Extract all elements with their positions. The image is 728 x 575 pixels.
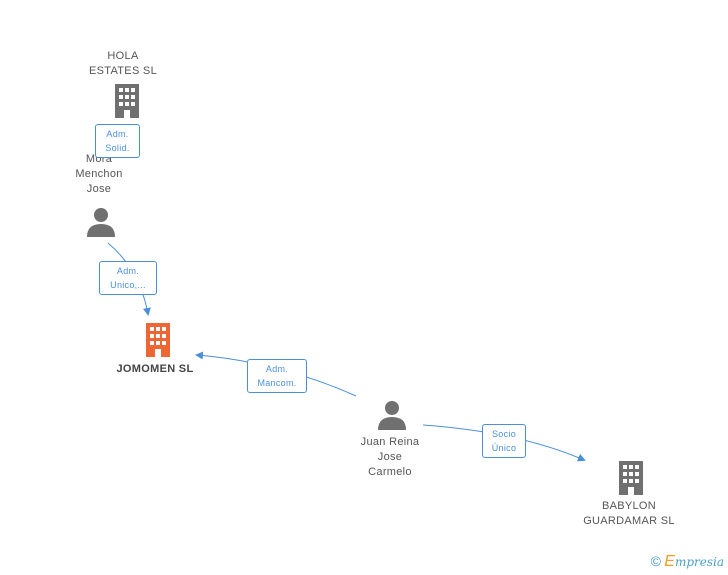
edge-label-line: Mancom.	[257, 378, 297, 388]
node-hola-estates[interactable]: HOLA ESTATES SL	[73, 49, 173, 79]
node-babylon-guardamar[interactable]: BABYLON GUARDAMAR SL	[573, 499, 685, 529]
empresia-logo: © Empresia	[651, 553, 724, 571]
node-label-line: JOMOMEN SL	[116, 363, 194, 375]
copyright-icon: ©	[650, 553, 661, 569]
node-label-line: Juan Reina	[360, 436, 420, 448]
brand-initial: E	[664, 553, 675, 570]
building-icon[interactable]	[615, 461, 647, 495]
edge-label-adm-solid[interactable]: Adm. Solid.	[95, 124, 140, 158]
node-label-line: BABYLON	[601, 500, 657, 512]
edge-label-line: Unico,...	[110, 280, 146, 290]
person-icon[interactable]	[86, 207, 116, 237]
node-mora-menchon-jose[interactable]: Mora Menchon Jose	[49, 152, 149, 197]
node-label-line: HOLA	[107, 50, 139, 62]
building-main-icon[interactable]	[142, 323, 174, 357]
brand-name: mpresia	[674, 555, 724, 569]
edge-label-line: Adm.	[106, 129, 129, 139]
node-label-line: Jose	[86, 183, 112, 195]
building-icon[interactable]	[111, 84, 143, 118]
person-icon[interactable]	[377, 400, 407, 430]
edge-label-line: Socio	[491, 429, 516, 439]
node-jomomen[interactable]: JOMOMEN SL	[105, 362, 205, 377]
edge-label-line: Solid.	[105, 143, 130, 153]
node-label-line: GUARDAMAR SL	[583, 515, 675, 527]
edge-label-adm-mancom[interactable]: Adm. Mancom.	[247, 359, 307, 393]
edge-label-line: Adm.	[265, 364, 289, 374]
node-label-line: Carmelo	[368, 466, 412, 478]
node-label-line: Jose	[377, 451, 403, 463]
edge-label-adm-unico[interactable]: Adm. Unico,...	[99, 261, 157, 295]
edge-label-line: Adm.	[116, 266, 140, 276]
node-juan-reina[interactable]: Juan Reina Jose Carmelo	[340, 435, 440, 480]
edge-label-socio-unico[interactable]: Socio Único	[482, 424, 526, 458]
node-label-line: Menchon	[75, 168, 123, 180]
edge-label-line: Único	[491, 443, 517, 453]
node-label-line: ESTATES SL	[88, 65, 157, 77]
